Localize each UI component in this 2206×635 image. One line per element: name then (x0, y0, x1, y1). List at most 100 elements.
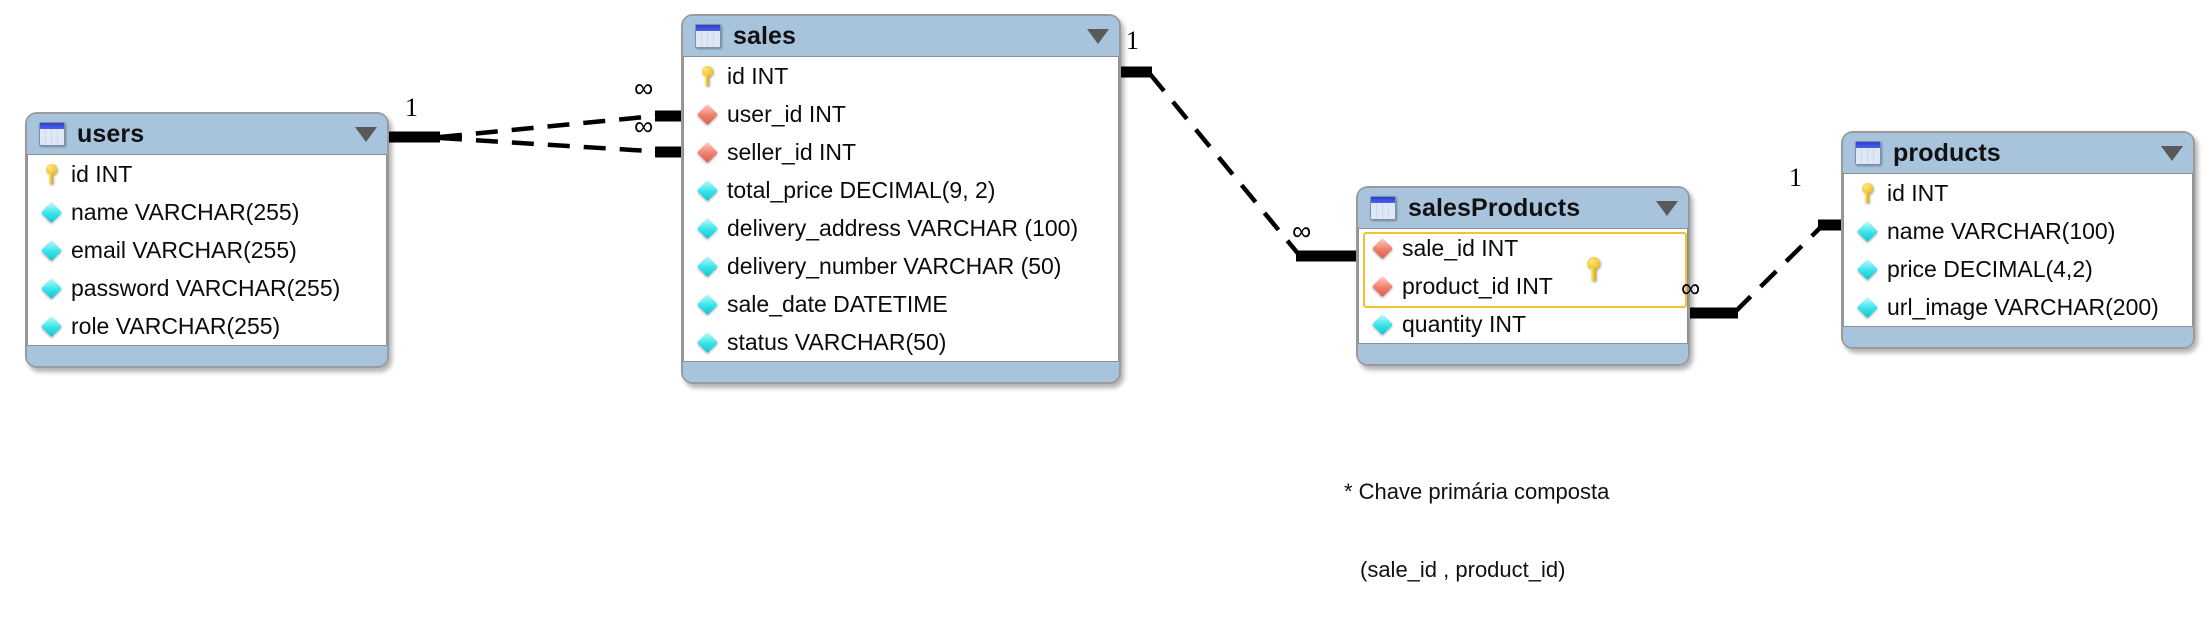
field-label: seller_id INT (727, 138, 857, 165)
field-row[interactable]: user_id INT (684, 95, 1118, 133)
key-icon (696, 66, 718, 86)
chevron-down-icon[interactable] (1656, 200, 1678, 216)
entity-users-header[interactable]: users (27, 114, 387, 154)
table-icon (39, 122, 65, 146)
red-diamond-icon (1371, 237, 1393, 259)
field-row[interactable]: sale_id INT (1359, 229, 1687, 267)
field-row[interactable]: quantity INT (1359, 305, 1687, 343)
entity-salesproducts-title: salesProducts (1408, 193, 1581, 222)
entity-salesproducts-footer (1358, 344, 1688, 364)
field-row[interactable]: seller_id INT (684, 133, 1118, 171)
cardinality-salesproducts-saleid-many: ∞ (1292, 216, 1312, 246)
field-row[interactable]: status VARCHAR(50) (684, 323, 1118, 361)
field-label: sale_date DATETIME (727, 290, 948, 317)
key-icon (1856, 183, 1878, 203)
field-row[interactable]: name VARCHAR(255) (28, 193, 386, 231)
cardinality-sales-sellerid-many: ∞ (634, 111, 654, 141)
field-label: name VARCHAR(100) (1887, 217, 2116, 244)
field-row[interactable]: name VARCHAR(100) (1844, 212, 2192, 250)
cardinality-sales-one: 1 (1126, 26, 1139, 55)
field-label: url_image VARCHAR(200) (1887, 293, 2159, 320)
composite-key-annotation: * Chave primária composta (sale_id , pro… (1344, 427, 1609, 635)
entity-products-title: products (1893, 138, 2001, 167)
field-row[interactable]: product_id INT (1359, 267, 1687, 305)
red-diamond-icon (696, 103, 718, 125)
cardinality-users-one: 1 (405, 93, 418, 122)
composite-key-icon (1587, 257, 1600, 281)
table-icon (1855, 141, 1881, 165)
entity-salesproducts-header[interactable]: salesProducts (1358, 188, 1688, 228)
field-label: name VARCHAR(255) (71, 198, 300, 225)
field-row[interactable]: sale_date DATETIME (684, 285, 1118, 323)
field-label: sale_id INT (1402, 234, 1519, 261)
field-label: price DECIMAL(4,2) (1887, 255, 2093, 282)
field-row[interactable]: id INT (1844, 174, 2192, 212)
red-diamond-icon (696, 141, 718, 163)
annotation-line-2: (sale_id , product_id) (1360, 556, 1566, 582)
cyan-diamond-icon (696, 179, 718, 201)
entity-products[interactable]: products id INT name VARCHAR(100) price … (1841, 131, 2195, 349)
field-row[interactable]: id INT (28, 155, 386, 193)
cyan-diamond-icon (40, 239, 62, 261)
cyan-diamond-icon (696, 331, 718, 353)
field-label: delivery_number VARCHAR (50) (727, 252, 1062, 279)
field-row[interactable]: delivery_address VARCHAR (100) (684, 209, 1118, 247)
annotation-line-1: * Chave primária composta (1344, 478, 1610, 504)
chevron-down-icon[interactable] (1087, 28, 1109, 44)
field-label: id INT (71, 160, 133, 187)
table-icon (1370, 196, 1396, 220)
field-row[interactable]: price DECIMAL(4,2) (1844, 250, 2192, 288)
cardinality-salesproducts-productid-many: ∞ (1681, 273, 1701, 303)
er-diagram-canvas: 1 ∞ ∞ 1 ∞ ∞ 1 users id INT name VARCHAR(… (25, 14, 2195, 582)
relation-users-sales-sellerid (439, 135, 715, 158)
field-row[interactable]: delivery_number VARCHAR (50) (684, 247, 1118, 285)
field-label: user_id INT (727, 100, 846, 127)
field-row[interactable]: password VARCHAR(255) (28, 269, 386, 307)
key-icon (40, 164, 62, 184)
field-label: product_id INT (1402, 272, 1553, 299)
field-row[interactable]: id INT (684, 57, 1118, 95)
cyan-diamond-icon (1856, 220, 1878, 242)
field-label: password VARCHAR(255) (71, 274, 341, 301)
chevron-down-icon[interactable] (355, 126, 377, 142)
cardinality-products-one: 1 (1789, 163, 1802, 192)
entity-users[interactable]: users id INT name VARCHAR(255) email VAR… (25, 112, 389, 368)
entity-sales-title: sales (733, 21, 797, 50)
entity-products-footer (1843, 327, 2193, 347)
cyan-diamond-icon (696, 217, 718, 239)
relation-users-sales-userid (387, 110, 715, 143)
entity-salesproducts[interactable]: salesProducts sale_id INT product_id INT… (1356, 186, 1690, 366)
entity-sales[interactable]: sales id INT user_id INT seller_id INT t… (681, 14, 1121, 384)
field-row[interactable]: total_price DECIMAL(9, 2) (684, 171, 1118, 209)
cyan-diamond-icon (696, 293, 718, 315)
field-label: delivery_address VARCHAR (100) (727, 214, 1079, 241)
field-label: status VARCHAR(50) (727, 328, 947, 355)
entity-sales-footer (683, 362, 1119, 382)
field-row[interactable]: url_image VARCHAR(200) (1844, 288, 2192, 326)
cyan-diamond-icon (40, 315, 62, 337)
cyan-diamond-icon (1371, 313, 1393, 335)
relation-sales-salesproducts (1100, 66, 1362, 262)
cyan-diamond-icon (696, 255, 718, 277)
cyan-diamond-icon (1856, 258, 1878, 280)
field-label: quantity INT (1402, 310, 1526, 337)
red-diamond-icon (1371, 275, 1393, 297)
cardinality-sales-userid-many: ∞ (634, 73, 654, 103)
field-label: email VARCHAR(255) (71, 236, 297, 263)
field-row[interactable]: email VARCHAR(255) (28, 231, 386, 269)
field-label: role VARCHAR(255) (71, 312, 281, 339)
entity-users-body: id INT name VARCHAR(255) email VARCHAR(2… (27, 154, 387, 346)
chevron-down-icon[interactable] (2161, 145, 2183, 161)
cyan-diamond-icon (40, 277, 62, 299)
entity-users-title: users (77, 119, 145, 148)
field-label: id INT (727, 62, 789, 89)
cyan-diamond-icon (1856, 296, 1878, 318)
entity-products-body: id INT name VARCHAR(100) price DECIMAL(4… (1843, 173, 2193, 327)
field-label: total_price DECIMAL(9, 2) (727, 176, 996, 203)
field-label: id INT (1887, 179, 1949, 206)
entity-users-footer (27, 346, 387, 366)
entity-products-header[interactable]: products (1843, 133, 2193, 173)
field-row[interactable]: role VARCHAR(255) (28, 307, 386, 345)
entity-sales-header[interactable]: sales (683, 16, 1119, 56)
entity-sales-body: id INT user_id INT seller_id INT total_p… (683, 56, 1119, 362)
